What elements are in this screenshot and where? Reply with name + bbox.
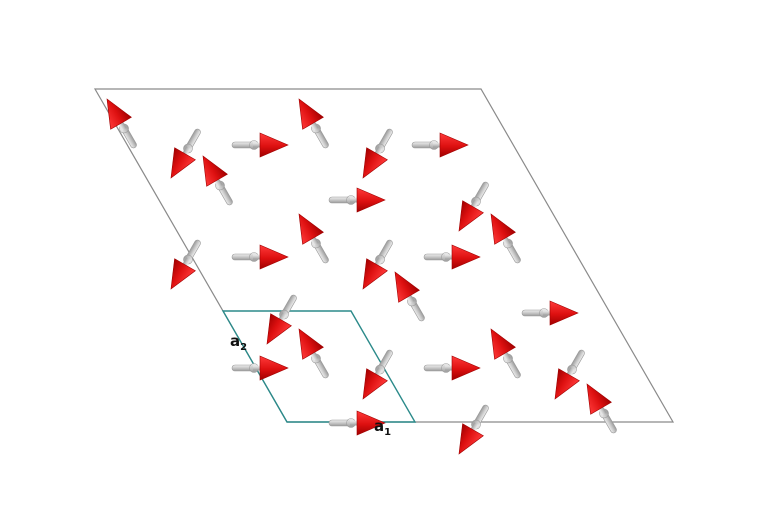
spin-arrow (192, 149, 242, 212)
svg-text:a1: a1 (374, 417, 391, 438)
spin-arrow (352, 343, 402, 406)
spin-arrow (384, 265, 434, 328)
spin-arrow (160, 122, 210, 185)
spin-arrow (544, 343, 594, 406)
spin-arrow (231, 244, 289, 270)
spin-arrow (160, 233, 210, 296)
spin-arrow (328, 187, 386, 213)
lattice-vector-a2-label: a2 (230, 332, 247, 353)
spin-arrow (352, 122, 402, 185)
a1-label-base: a (374, 417, 384, 435)
spin-arrow (231, 132, 289, 158)
spin-arrow (480, 322, 530, 385)
spin-arrow (288, 322, 338, 385)
spin-arrow (480, 207, 530, 270)
a2-label-subscript: 2 (240, 342, 247, 353)
spin-arrow (352, 233, 402, 296)
spin-arrow (448, 398, 498, 461)
spin-arrow (423, 244, 481, 270)
spin-arrow (288, 207, 338, 270)
spin-arrow (521, 300, 579, 326)
spin-arrow (96, 92, 146, 155)
spin-arrow (288, 92, 338, 155)
spin-arrow (256, 288, 306, 351)
spin-arrow (231, 355, 289, 381)
lattice-vector-a1-label: a1 (374, 417, 391, 438)
spin-arrow (411, 132, 469, 158)
spin-arrows (96, 92, 626, 461)
spin-arrow (576, 377, 626, 440)
spin-arrow (448, 175, 498, 238)
spin-arrow (423, 355, 481, 381)
svg-text:a2: a2 (230, 332, 247, 353)
a2-label-base: a (230, 332, 240, 350)
unit-cell-outline (221, 310, 417, 423)
a1-label-subscript: 1 (384, 427, 391, 438)
